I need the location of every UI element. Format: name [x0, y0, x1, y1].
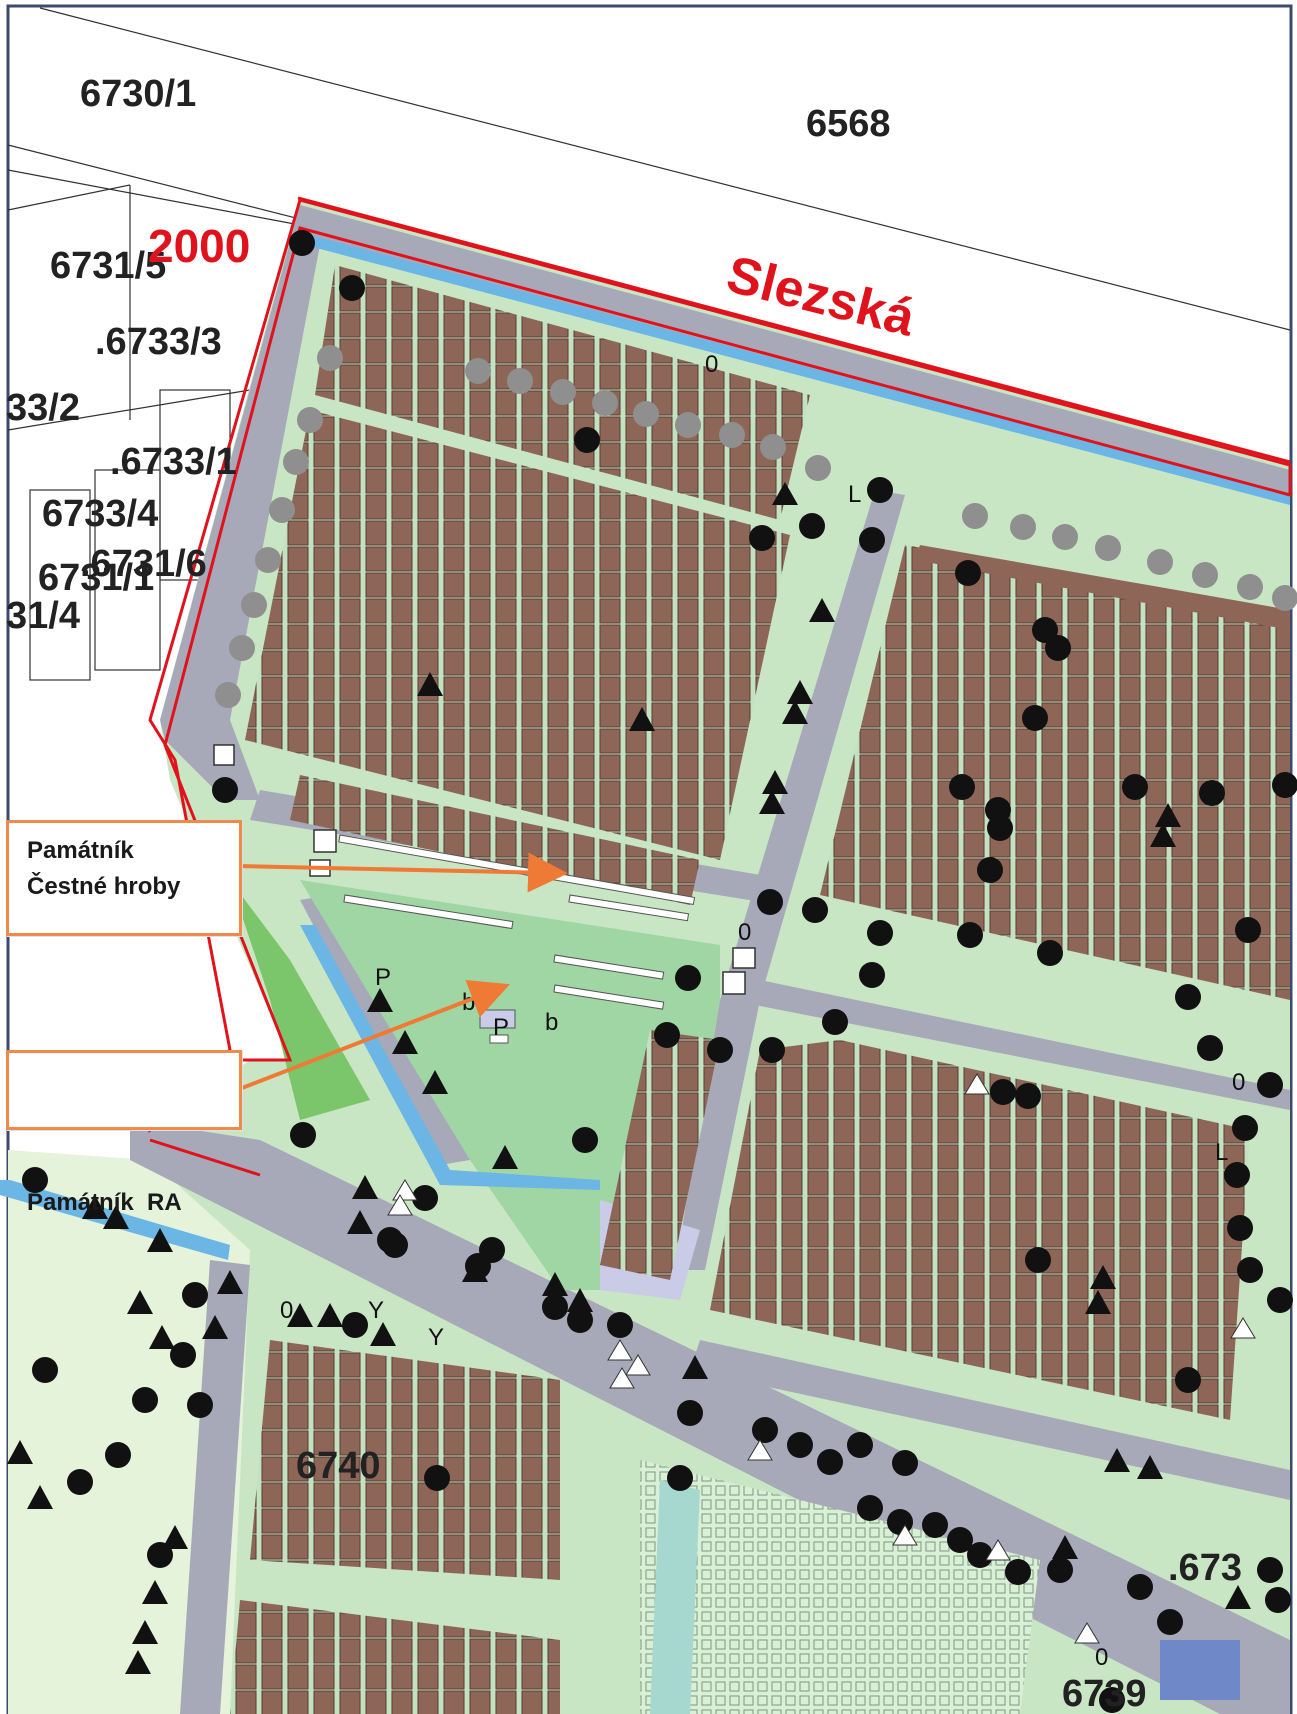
parcel-label: 33/2 [6, 387, 80, 429]
callout-line: Památník RA [27, 1189, 182, 1216]
symbol-0: 0 [1095, 1644, 1108, 1671]
symbol-0: 0 [1232, 1069, 1245, 1096]
monument-markers [213, 744, 756, 995]
symbol-0: 0 [280, 1297, 293, 1324]
grave-block-lower-left [230, 1340, 560, 1714]
symbol-L: L [1215, 1139, 1228, 1166]
callout-arrow-ra-memorial [241, 980, 510, 1090]
symbol-b: b [545, 1009, 558, 1036]
parcel-label: .673 [1168, 1547, 1242, 1589]
parcel-label: 6739 [1062, 1673, 1147, 1714]
map-symbols: L L 0 0 0 0 0 P P b b Y Y [280, 351, 1245, 1671]
symbol-P: P [493, 1014, 509, 1041]
parcel-label: 6731/5 [50, 245, 166, 287]
symbol-Y: Y [368, 1297, 384, 1324]
symbol-0: 0 [705, 351, 718, 378]
callout-ra-memorial: Památník RA [6, 1050, 242, 1216]
callout-honor-graves: Památník Čestné hroby [6, 820, 242, 936]
parcel-label: .6731/6 [80, 543, 207, 585]
memorial-lawn [300, 880, 720, 1290]
deciduous-markers [387, 1073, 1256, 1644]
parcel-label: .6733/1 [110, 441, 237, 483]
urn-grove [640, 1460, 1040, 1714]
trees [22, 230, 1297, 1713]
parcel-label: 6568 [806, 103, 891, 145]
tree-row-grey [215, 345, 1297, 708]
parcel-labels: 6730/1 6568 6731/5 .6733/3 33/2 .6733/1 … [6, 73, 1242, 1714]
symbol-0: 0 [738, 919, 751, 946]
symbol-P: P [375, 964, 391, 991]
perimeter-road [160, 205, 1290, 800]
parcel-label: 6730/1 [80, 73, 196, 115]
grave-block-upper-right [820, 545, 1290, 1000]
parcel-label: .6733/3 [95, 321, 222, 363]
symbol-L: L [848, 481, 861, 508]
conifers [7, 482, 1251, 1674]
grave-block-middle-right [600, 1030, 1250, 1420]
street-number: 2000 [148, 220, 250, 272]
callout-line: Památník [27, 837, 134, 864]
callout-arrow-honor-graves [237, 852, 568, 893]
callout-line: Čestné hroby [27, 873, 181, 900]
parcel-label: 6731/1 [38, 557, 154, 599]
symbol-Y: Y [428, 1324, 444, 1351]
parcel-label: 31/4 [6, 595, 80, 637]
parcel-label: 6733/4 [42, 493, 158, 535]
parcel-label: 6740 [296, 1445, 381, 1487]
